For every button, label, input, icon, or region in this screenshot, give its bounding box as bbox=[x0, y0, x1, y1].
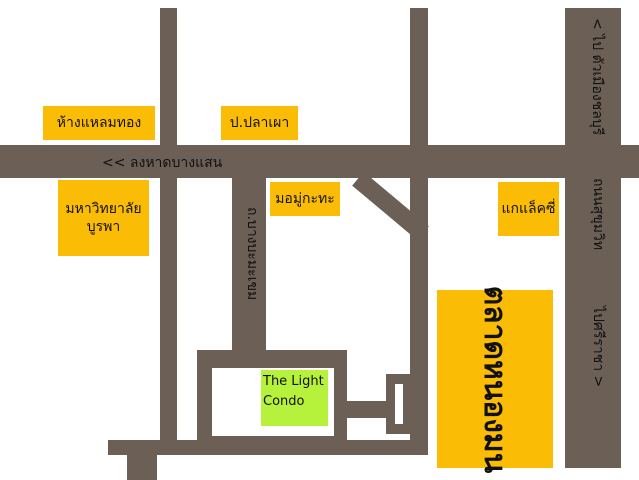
po-pla-phao-label: ป.ปลาเผา bbox=[221, 106, 298, 140]
kaeklek-label: แกแล็คซี่ bbox=[498, 182, 559, 236]
mahawitthayalai-label: มหาวิทยาลัย บูรพา bbox=[58, 180, 149, 256]
market-label: ตลาดหนองมน bbox=[437, 285, 553, 473]
bottom-road bbox=[108, 440, 428, 455]
right-road-middle-label: ถนนสุขุมวิท bbox=[590, 178, 606, 251]
sukhumvit-road bbox=[565, 8, 621, 468]
condo-line2: Condo bbox=[263, 394, 305, 410]
mahawitthayalai-line2: บูรพา bbox=[86, 219, 121, 235]
connector-block-inner bbox=[395, 384, 403, 424]
side-road-label: ถ.บางบะมะเขม bbox=[244, 207, 260, 301]
mookata-label: มอมู่กะทะ bbox=[270, 182, 340, 216]
left-vertical-road bbox=[160, 8, 177, 448]
right-road-bottom-label: ไปศรีราชา > bbox=[590, 306, 606, 388]
hang-haem-thong-label: ห้างแหลมทอง bbox=[43, 106, 155, 140]
market-text: ตลาดหนองมน bbox=[477, 285, 513, 473]
bang-bamakhem-road bbox=[232, 178, 266, 354]
right-road-top-label: < ไป ตัวเมืองชลบุรี bbox=[589, 18, 605, 136]
the-light-condo-label: The Light Condo bbox=[261, 370, 328, 426]
condo-line1: The Light bbox=[263, 374, 324, 389]
mahawitthayalai-line1: มหาวิทยาลัย bbox=[65, 200, 142, 217]
bottom-left-road bbox=[127, 450, 157, 480]
main-road bbox=[0, 145, 639, 178]
connector-road bbox=[345, 401, 390, 418]
main-road-label: << ลงหาดบางแสน bbox=[102, 155, 223, 171]
